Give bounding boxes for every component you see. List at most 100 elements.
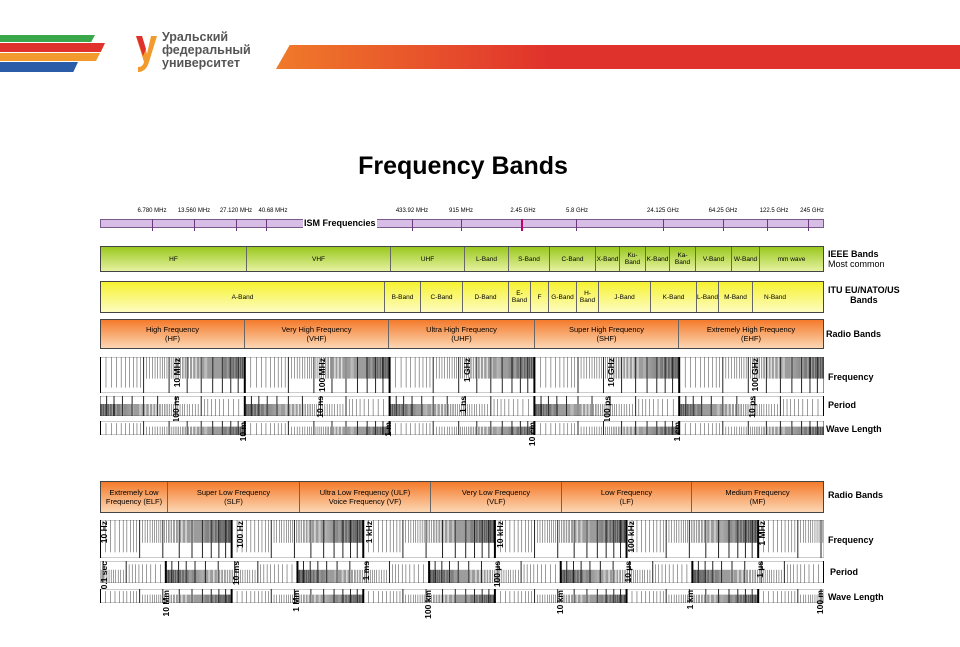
radio-band-ulf: Ultra Low Frequency (ULF) Voice Frequenc… — [300, 482, 431, 512]
ism-freq-6780: 6.780 MHz — [137, 208, 167, 214]
ieee-band-x: X-Band — [596, 247, 620, 271]
radio-band-mf: Medium Frequency (MF) — [692, 482, 823, 512]
itu-band-c: C-Band — [421, 282, 463, 312]
ism-mark — [663, 219, 664, 231]
period-low-decade-2: 1 ms — [361, 561, 371, 581]
freq-low-decade-2: 1 kHz — [364, 521, 374, 544]
radio-band-hf-abbr: (HF) — [165, 334, 180, 343]
radio-band-lf: Low Frequency (LF) — [562, 482, 692, 512]
itu-band-b: B-Band — [385, 282, 421, 312]
radio-band-shf: Super High Frequency (SHF) — [535, 320, 679, 348]
freq-low-decade-3: 10 kHz — [495, 521, 505, 548]
wave-high-decade-1: 1 m — [383, 422, 393, 437]
radio-band-elf: Extremely Low Frequency (ELF) — [101, 482, 168, 512]
radio-band-ehf: Extremely High Frequency (EHF) — [679, 320, 823, 348]
radio-band-vhf: Very High Frequency (VHF) — [245, 320, 389, 348]
radio-band-shf-name: Super High Frequency — [568, 325, 645, 334]
wave-high-decade-0: 10 m — [238, 422, 248, 442]
period-high-label: Period — [828, 400, 857, 410]
itu-band-n: N-Band — [763, 293, 787, 301]
ieee-label: IEEE Bands — [828, 249, 879, 259]
ieee-band-c: C-Band — [550, 247, 596, 271]
radio-band-hf-name: High Frequency — [146, 325, 199, 334]
wave-low-decade-1: 1 Mm — [291, 590, 301, 612]
header-stripe-orange — [0, 53, 100, 61]
wave-high-decade-2: 10 cm — [527, 422, 537, 447]
radio-band-vhf-name: Very High Frequency — [281, 325, 352, 334]
radio-band-lf-abbr: (LF) — [619, 497, 634, 506]
frequency-high-label: Frequency — [828, 372, 874, 382]
period-low-label: Period — [830, 567, 859, 577]
ism-freq-64250: 64.25 GHz — [708, 208, 738, 214]
radio-band-ulf-name: Ultra Low Frequency (ULF) — [319, 488, 411, 497]
radio-band-slf: Super Low Frequency (SLF) — [168, 482, 300, 512]
wave-low-decade-0: 10 Mm — [161, 590, 171, 617]
ism-mark — [412, 219, 413, 231]
period-low-decade-5: 1 µs — [755, 561, 765, 578]
radio-band-uhf-abbr: (UHF) — [451, 334, 472, 343]
period-scale-low — [100, 561, 824, 583]
freq-high-decade-0: 10 MHz — [172, 358, 182, 388]
freq-high-decade-1: 100 MHz — [317, 358, 327, 393]
ism-freq-122500: 122.5 GHz — [759, 208, 789, 214]
period-scale-high — [100, 396, 824, 416]
ism-mark — [266, 219, 267, 231]
ism-mark — [461, 219, 462, 231]
ism-bar — [100, 219, 824, 228]
wavelength-scale-low-ticks — [100, 589, 824, 603]
period-high-decade-0: 100 ns — [171, 396, 181, 423]
itu-band-e: E-Band — [509, 282, 531, 312]
radio-band-ulf-abbr: Voice Frequency (VF) — [328, 497, 402, 506]
logo-line-2: федеральный — [162, 43, 251, 57]
wave-low-decade-3: 10 km — [555, 590, 565, 615]
period-low-decade-4: 10 µs — [623, 561, 633, 583]
frequency-scale-low — [100, 520, 824, 558]
radio-band-uhf-name: Ultra High Frequency — [426, 325, 497, 334]
period-low-decade-0: 0.1 sec — [99, 561, 109, 590]
header-stripe-right — [276, 45, 960, 69]
period-high-decade-4: 10 ps — [747, 396, 757, 418]
ism-freq-245000: 245 GHz — [800, 208, 824, 214]
ieee-band-v: V-Band — [696, 247, 732, 271]
radio-band-lf-name: Low Frequency — [600, 488, 653, 497]
period-scale-high-ticks — [100, 396, 824, 416]
wavelength-scale-high-ticks — [100, 421, 824, 435]
radio-band-hf: High Frequency (HF) — [101, 320, 245, 348]
header-stripe-blue — [0, 62, 78, 72]
page-title: Frequency Bands — [358, 152, 568, 180]
ism-freq-915: 915 MHz — [448, 208, 474, 214]
wavelength-high-label: Wave Length — [826, 424, 882, 434]
ism-freq-40680: 40.68 MHz — [258, 208, 288, 214]
wavelength-scale-low — [100, 589, 824, 603]
period-low-decade-3: 100 µs — [492, 561, 502, 588]
itu-row-label: ITU EU/NATO/US Bands — [828, 285, 900, 305]
radio-band-vlf-abbr: (VLF) — [486, 497, 506, 506]
itu-band-g: G-Band — [549, 282, 577, 312]
ieee-band-l: L-Band — [465, 247, 509, 271]
freq-high-decade-4: 100 GHz — [750, 358, 760, 392]
freq-high-decade-3: 10 GHz — [606, 358, 616, 387]
radio-band-vlf-name: Very Low Frequency — [461, 488, 531, 497]
radio-band-vlf: Very Low Frequency (VLF) — [431, 482, 562, 512]
radio-band-mf-name: Medium Frequency — [725, 488, 790, 497]
freq-high-decade-2: 1 GHz — [462, 358, 472, 383]
radio-bands-high-label: Radio Bands — [826, 329, 882, 339]
radio-bands-low-row: Extremely Low Frequency (ELF) Super Low … — [100, 481, 824, 513]
radio-band-vhf-abbr: (VHF) — [306, 334, 327, 343]
ism-mark — [808, 219, 809, 231]
radio-band-elf-abbr: Frequency (ELF) — [105, 497, 163, 506]
freq-low-decade-0: 10 Hz — [99, 521, 109, 544]
radio-band-ehf-abbr: (EHF) — [741, 334, 761, 343]
radio-band-mf-abbr: (MF) — [749, 497, 766, 506]
ism-mark — [521, 219, 523, 231]
wave-low-decade-2: 100 km — [423, 590, 433, 619]
ieee-band-ka: Ka-Band — [670, 247, 696, 271]
period-scale-low-ticks — [100, 561, 824, 583]
freq-low-decade-4: 100 kHz — [626, 521, 636, 553]
radio-band-slf-name: Super Low Frequency — [196, 488, 271, 497]
ism-freq-13560: 13.560 MHz — [177, 208, 211, 214]
itu-band-k: K-Band — [651, 282, 697, 312]
ism-freq-27120: 27.120 MHz — [219, 208, 253, 214]
header-stripe-green — [0, 35, 95, 42]
ieee-band-uhf: UHF — [391, 247, 465, 271]
